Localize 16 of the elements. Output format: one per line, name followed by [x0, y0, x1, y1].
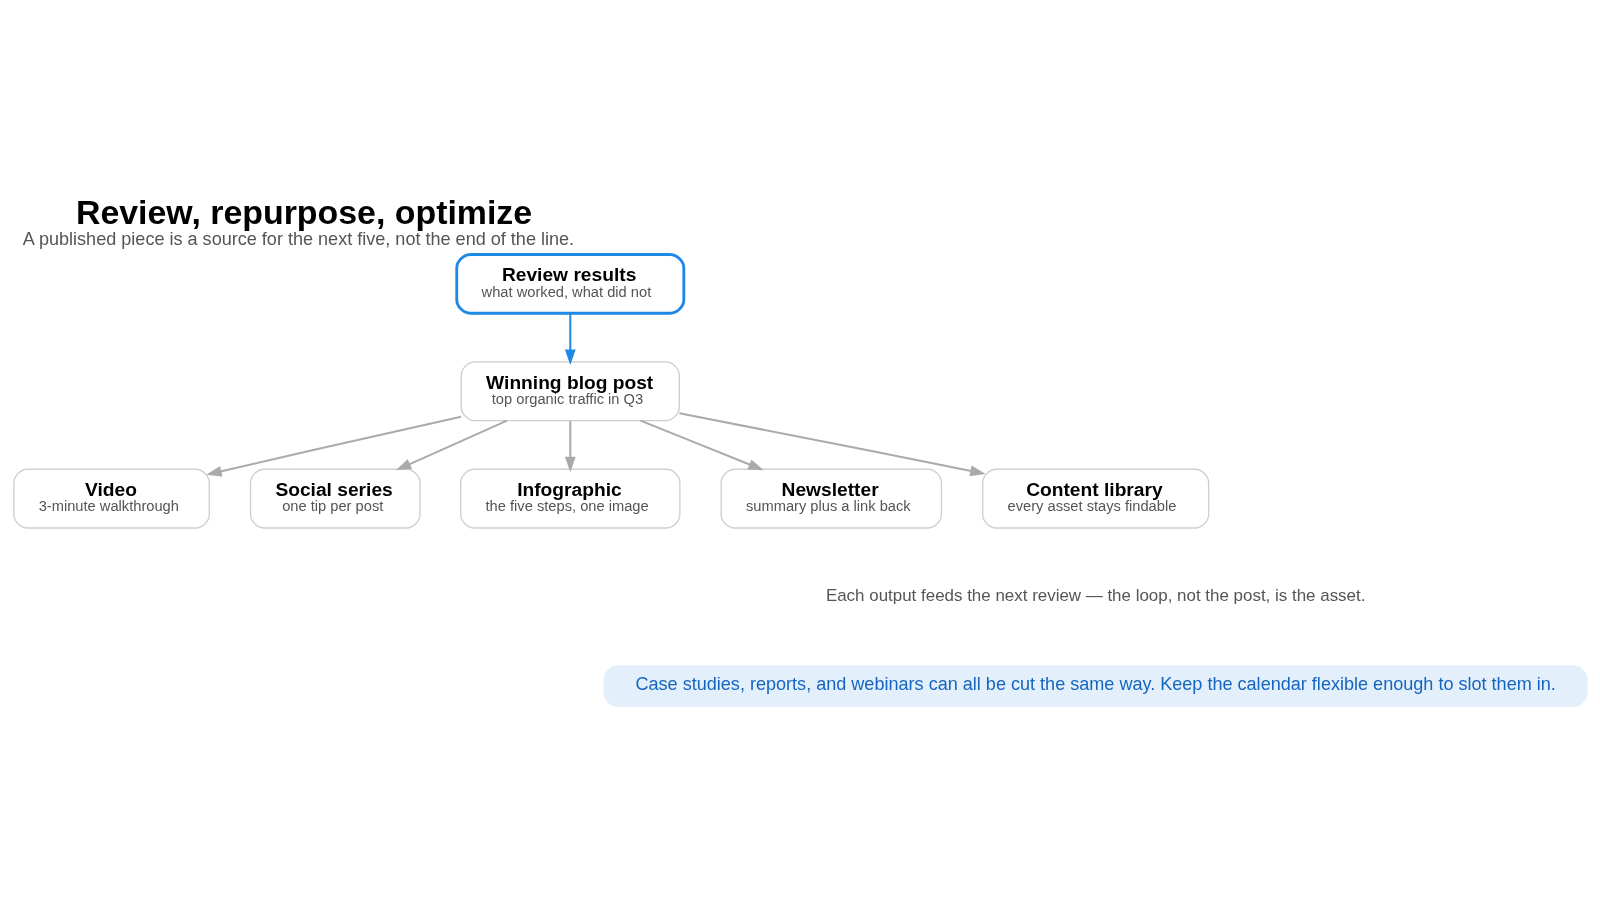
arrow	[564, 421, 576, 473]
node-box: Infographic the five steps, one image	[459, 468, 681, 529]
node-box: Newsletter summary plus a link back	[719, 468, 942, 529]
arrow	[639, 419, 764, 471]
node-box: Content library every asset stays findable	[981, 468, 1209, 529]
diagram-title: Review, repurpose, optimize	[75, 193, 532, 232]
arrow	[205, 415, 461, 477]
node-box: Social series one tip per post	[249, 468, 421, 529]
arrow	[395, 419, 507, 471]
label: Each output feeds the next review — the loop, not the post, is the asset.	[825, 585, 1365, 605]
arrow	[678, 412, 986, 477]
node-box: Review results what worked, what did not	[454, 253, 685, 315]
node-box: Video 3-minute walkthrough	[12, 468, 210, 529]
label: Case studies, reports, and webinars can all be cut the same way. Keep the calendar flexible enough to slot them in.	[634, 674, 1556, 695]
node-box: Winning blog post top organic traffic in Q3	[460, 361, 680, 422]
arrow	[564, 313, 576, 365]
